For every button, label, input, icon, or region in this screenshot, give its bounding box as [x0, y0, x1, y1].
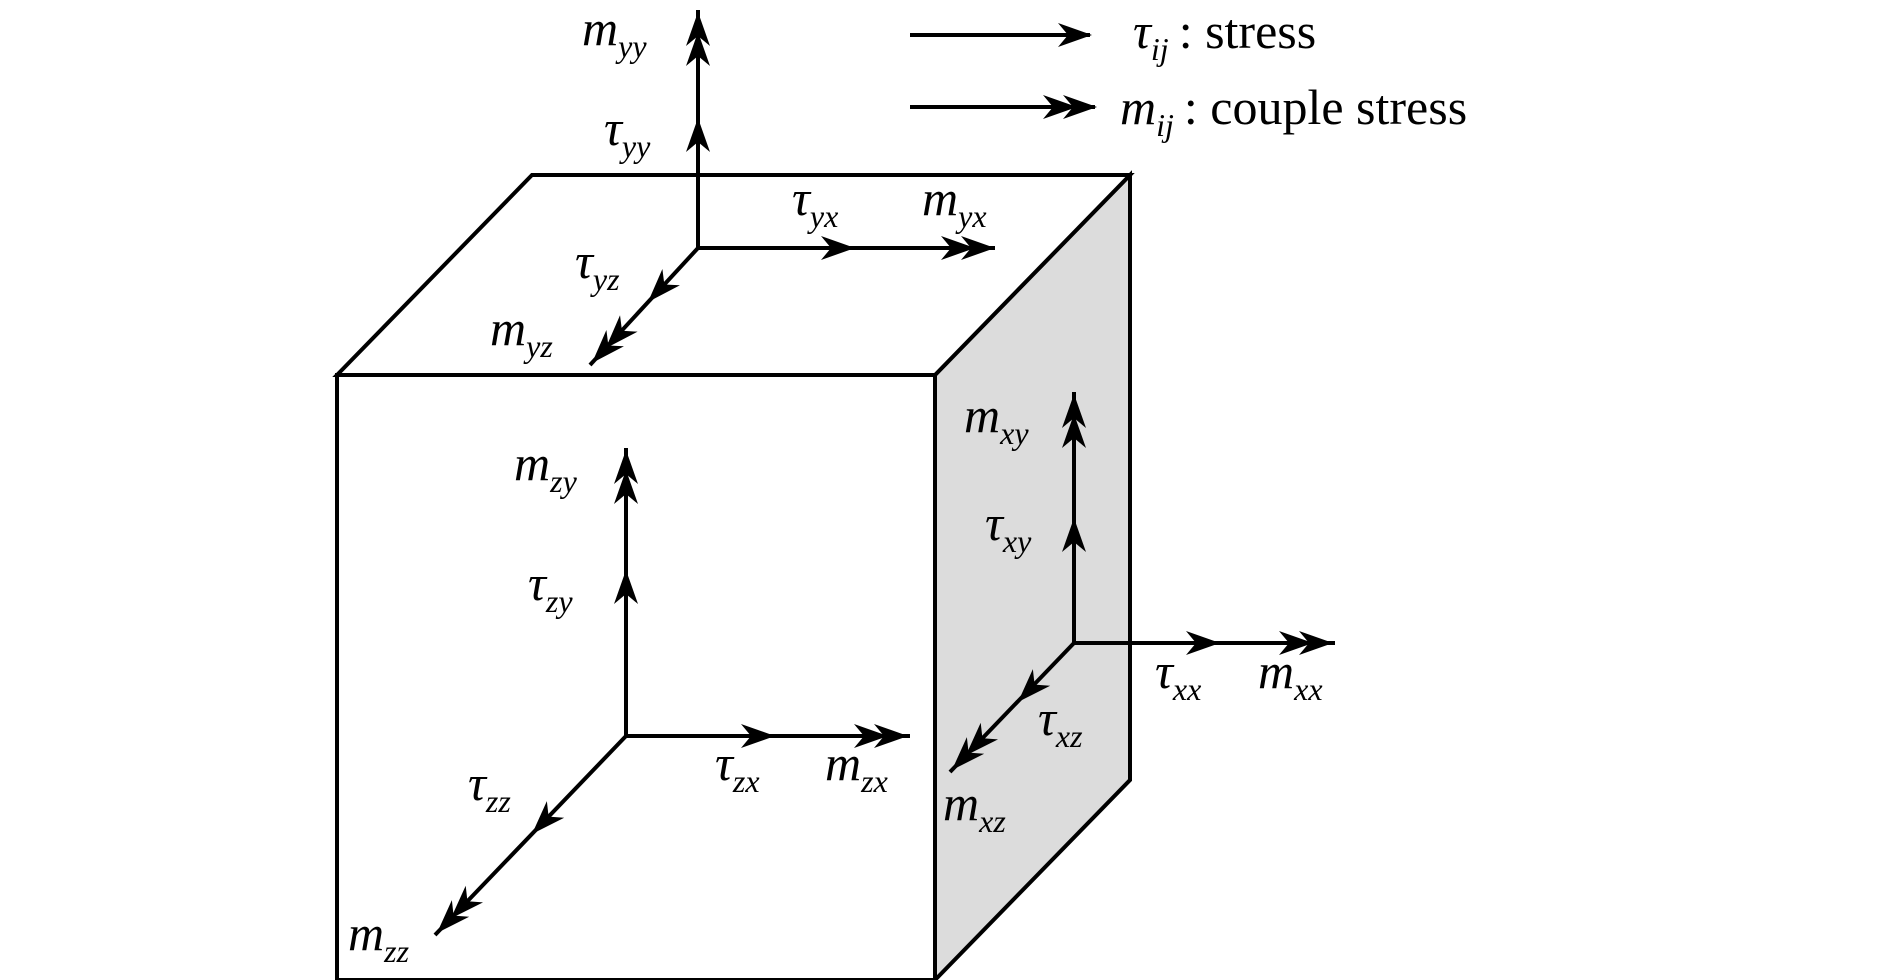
arrowhead-m-xy-1 — [1062, 394, 1086, 428]
arrowhead-m-xy-2 — [1062, 414, 1086, 448]
legend-arrowhead-stress — [1058, 23, 1092, 47]
label-m-xz: mxz — [943, 775, 1006, 839]
arrowhead-tau-yx — [821, 236, 855, 260]
arrowhead-tau-xy — [1062, 518, 1086, 552]
component-labels: myy τyy τyx myx τyz myz mzy τzy τzx mzx … — [348, 0, 1323, 969]
label-tau-zz: τzz — [468, 755, 511, 819]
arrowhead-m-yx-1 — [961, 236, 995, 260]
arrowhead-m-xx-2 — [1279, 631, 1313, 655]
arrowhead-tau-zx — [741, 724, 775, 748]
label-tau-xx: τxx — [1155, 643, 1201, 707]
legend-couple-stress: mij: couple stress — [1120, 79, 1467, 143]
cube-front-face — [335, 373, 937, 980]
label-tau-xz: τxz — [1038, 690, 1083, 754]
legend-stress: τij: stress — [1133, 3, 1316, 67]
arrowhead-m-xz-2 — [965, 722, 999, 756]
legend-arrowhead-couple-2 — [1043, 95, 1077, 119]
arrowhead-tau-zz — [532, 801, 565, 834]
label-m-zx: mzx — [825, 735, 888, 799]
legend: τij: stress mij: couple stress — [1120, 3, 1467, 143]
label-tau-yx: τyx — [792, 170, 838, 234]
arrowhead-m-zx-1 — [874, 724, 908, 748]
arrowhead-tau-zy — [614, 570, 638, 604]
label-tau-yz: τyz — [575, 233, 620, 297]
label-m-yy: myy — [582, 0, 647, 64]
label-m-xy: mxy — [964, 387, 1029, 451]
label-m-xx: mxx — [1258, 643, 1323, 707]
cube — [332, 170, 1135, 980]
label-m-yz: myz — [490, 300, 553, 364]
arrowhead-m-yz-2 — [605, 315, 638, 349]
label-tau-xy: τxy — [985, 495, 1032, 559]
arrowhead-m-xx-1 — [1299, 631, 1333, 655]
arrowhead-m-yy-2 — [686, 32, 710, 66]
arrowhead-m-zx-2 — [854, 724, 888, 748]
arrowhead-tau-xz — [1018, 669, 1051, 702]
arrowhead-tau-xx — [1186, 631, 1220, 655]
label-m-yx: myx — [922, 170, 987, 234]
arrowhead-m-zy-2 — [614, 470, 638, 504]
arrowhead-m-yy-1 — [686, 12, 710, 46]
legend-arrowhead-couple-1 — [1063, 95, 1097, 119]
arrowheads — [437, 12, 1333, 933]
arrowhead-tau-yy — [686, 118, 710, 152]
label-tau-zy: τzy — [528, 555, 573, 619]
arrowhead-tau-yz — [648, 268, 680, 302]
label-m-zz: mzz — [348, 905, 410, 969]
arrowhead-m-zz-2 — [450, 885, 484, 919]
arrowhead-m-zy-1 — [614, 450, 638, 484]
label-m-zy: mzy — [514, 435, 578, 499]
label-tau-zx: τzx — [715, 735, 760, 799]
arrowhead-m-yx-2 — [941, 236, 975, 260]
label-tau-yy: τyy — [604, 100, 651, 164]
